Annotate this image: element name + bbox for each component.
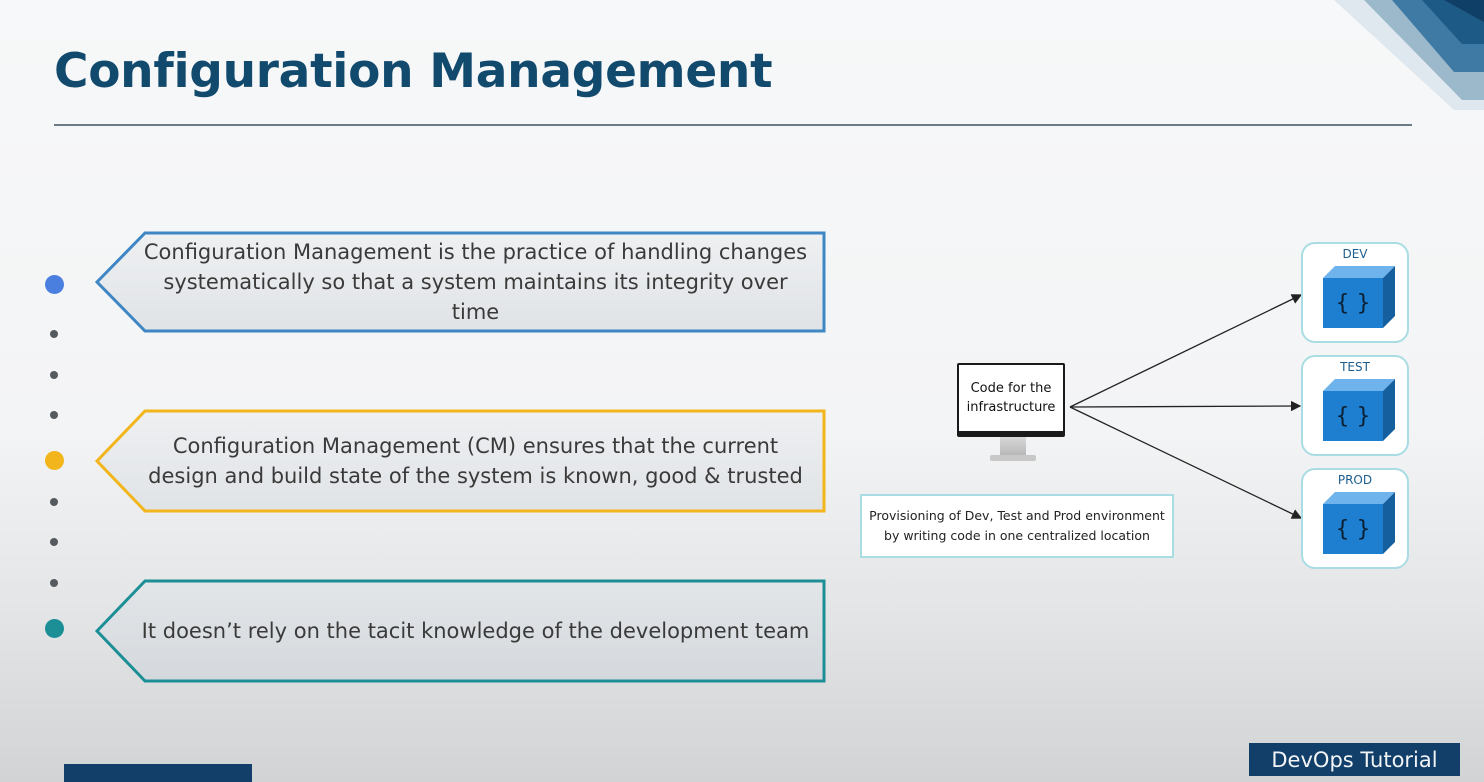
timeline-dot [50, 330, 58, 338]
computer-label: Code for the infrastructure [966, 381, 1056, 415]
env-label-prod: PROD [1337, 473, 1373, 487]
brand-badge: DevOps Tutorial [1249, 743, 1460, 776]
env-label-dev: DEV [1342, 247, 1368, 261]
env-box-prod: PROD { } [1301, 468, 1409, 569]
computer-icon: Code for the infrastructure [957, 363, 1069, 461]
cube-symbol: { } [1336, 517, 1371, 542]
timeline-dot [50, 411, 58, 419]
code-cube-icon: { } [1323, 492, 1395, 554]
provisioning-note: Provisioning of Dev, Test and Prod envir… [860, 494, 1174, 558]
callout-point-1: Configuration Management is the practice… [95, 231, 826, 333]
callout-point-2: Configuration Management (CM) ensures th… [95, 409, 826, 513]
point-2-text: Configuration Management (CM) ensures th… [148, 434, 803, 488]
monitor-stand [1000, 437, 1026, 455]
bottom-accent-bar [64, 764, 252, 782]
timeline-dot-1 [45, 275, 64, 294]
slide-title: Configuration Management [54, 44, 773, 99]
timeline-dot [50, 538, 58, 546]
code-cube-icon: { } [1323, 379, 1395, 441]
env-label-test: TEST [1340, 360, 1370, 374]
callout-point-3: It doesn’t rely on the tacit knowledge o… [95, 579, 826, 683]
env-box-dev: DEV { } [1301, 242, 1409, 343]
timeline-dot [50, 498, 58, 506]
timeline-dot [50, 579, 58, 587]
cube-symbol: { } [1336, 404, 1371, 429]
point-1-text: Configuration Management is the practice… [143, 240, 808, 324]
env-box-test: TEST { } [1301, 355, 1409, 456]
monitor-base [990, 455, 1036, 461]
cube-symbol: { } [1336, 291, 1371, 316]
title-divider [54, 124, 1412, 126]
timeline-dot [50, 371, 58, 379]
timeline-dot-2 [45, 451, 64, 470]
point-3-text: It doesn’t rely on the tacit knowledge o… [141, 619, 810, 643]
brand-text: DevOps Tutorial [1271, 747, 1438, 772]
computer-screen: Code for the infrastructure [957, 363, 1065, 437]
provisioning-note-text: Provisioning of Dev, Test and Prod envir… [869, 508, 1165, 543]
code-cube-icon: { } [1323, 266, 1395, 328]
corner-decoration [1334, 0, 1484, 110]
timeline-dot-3 [45, 619, 64, 638]
